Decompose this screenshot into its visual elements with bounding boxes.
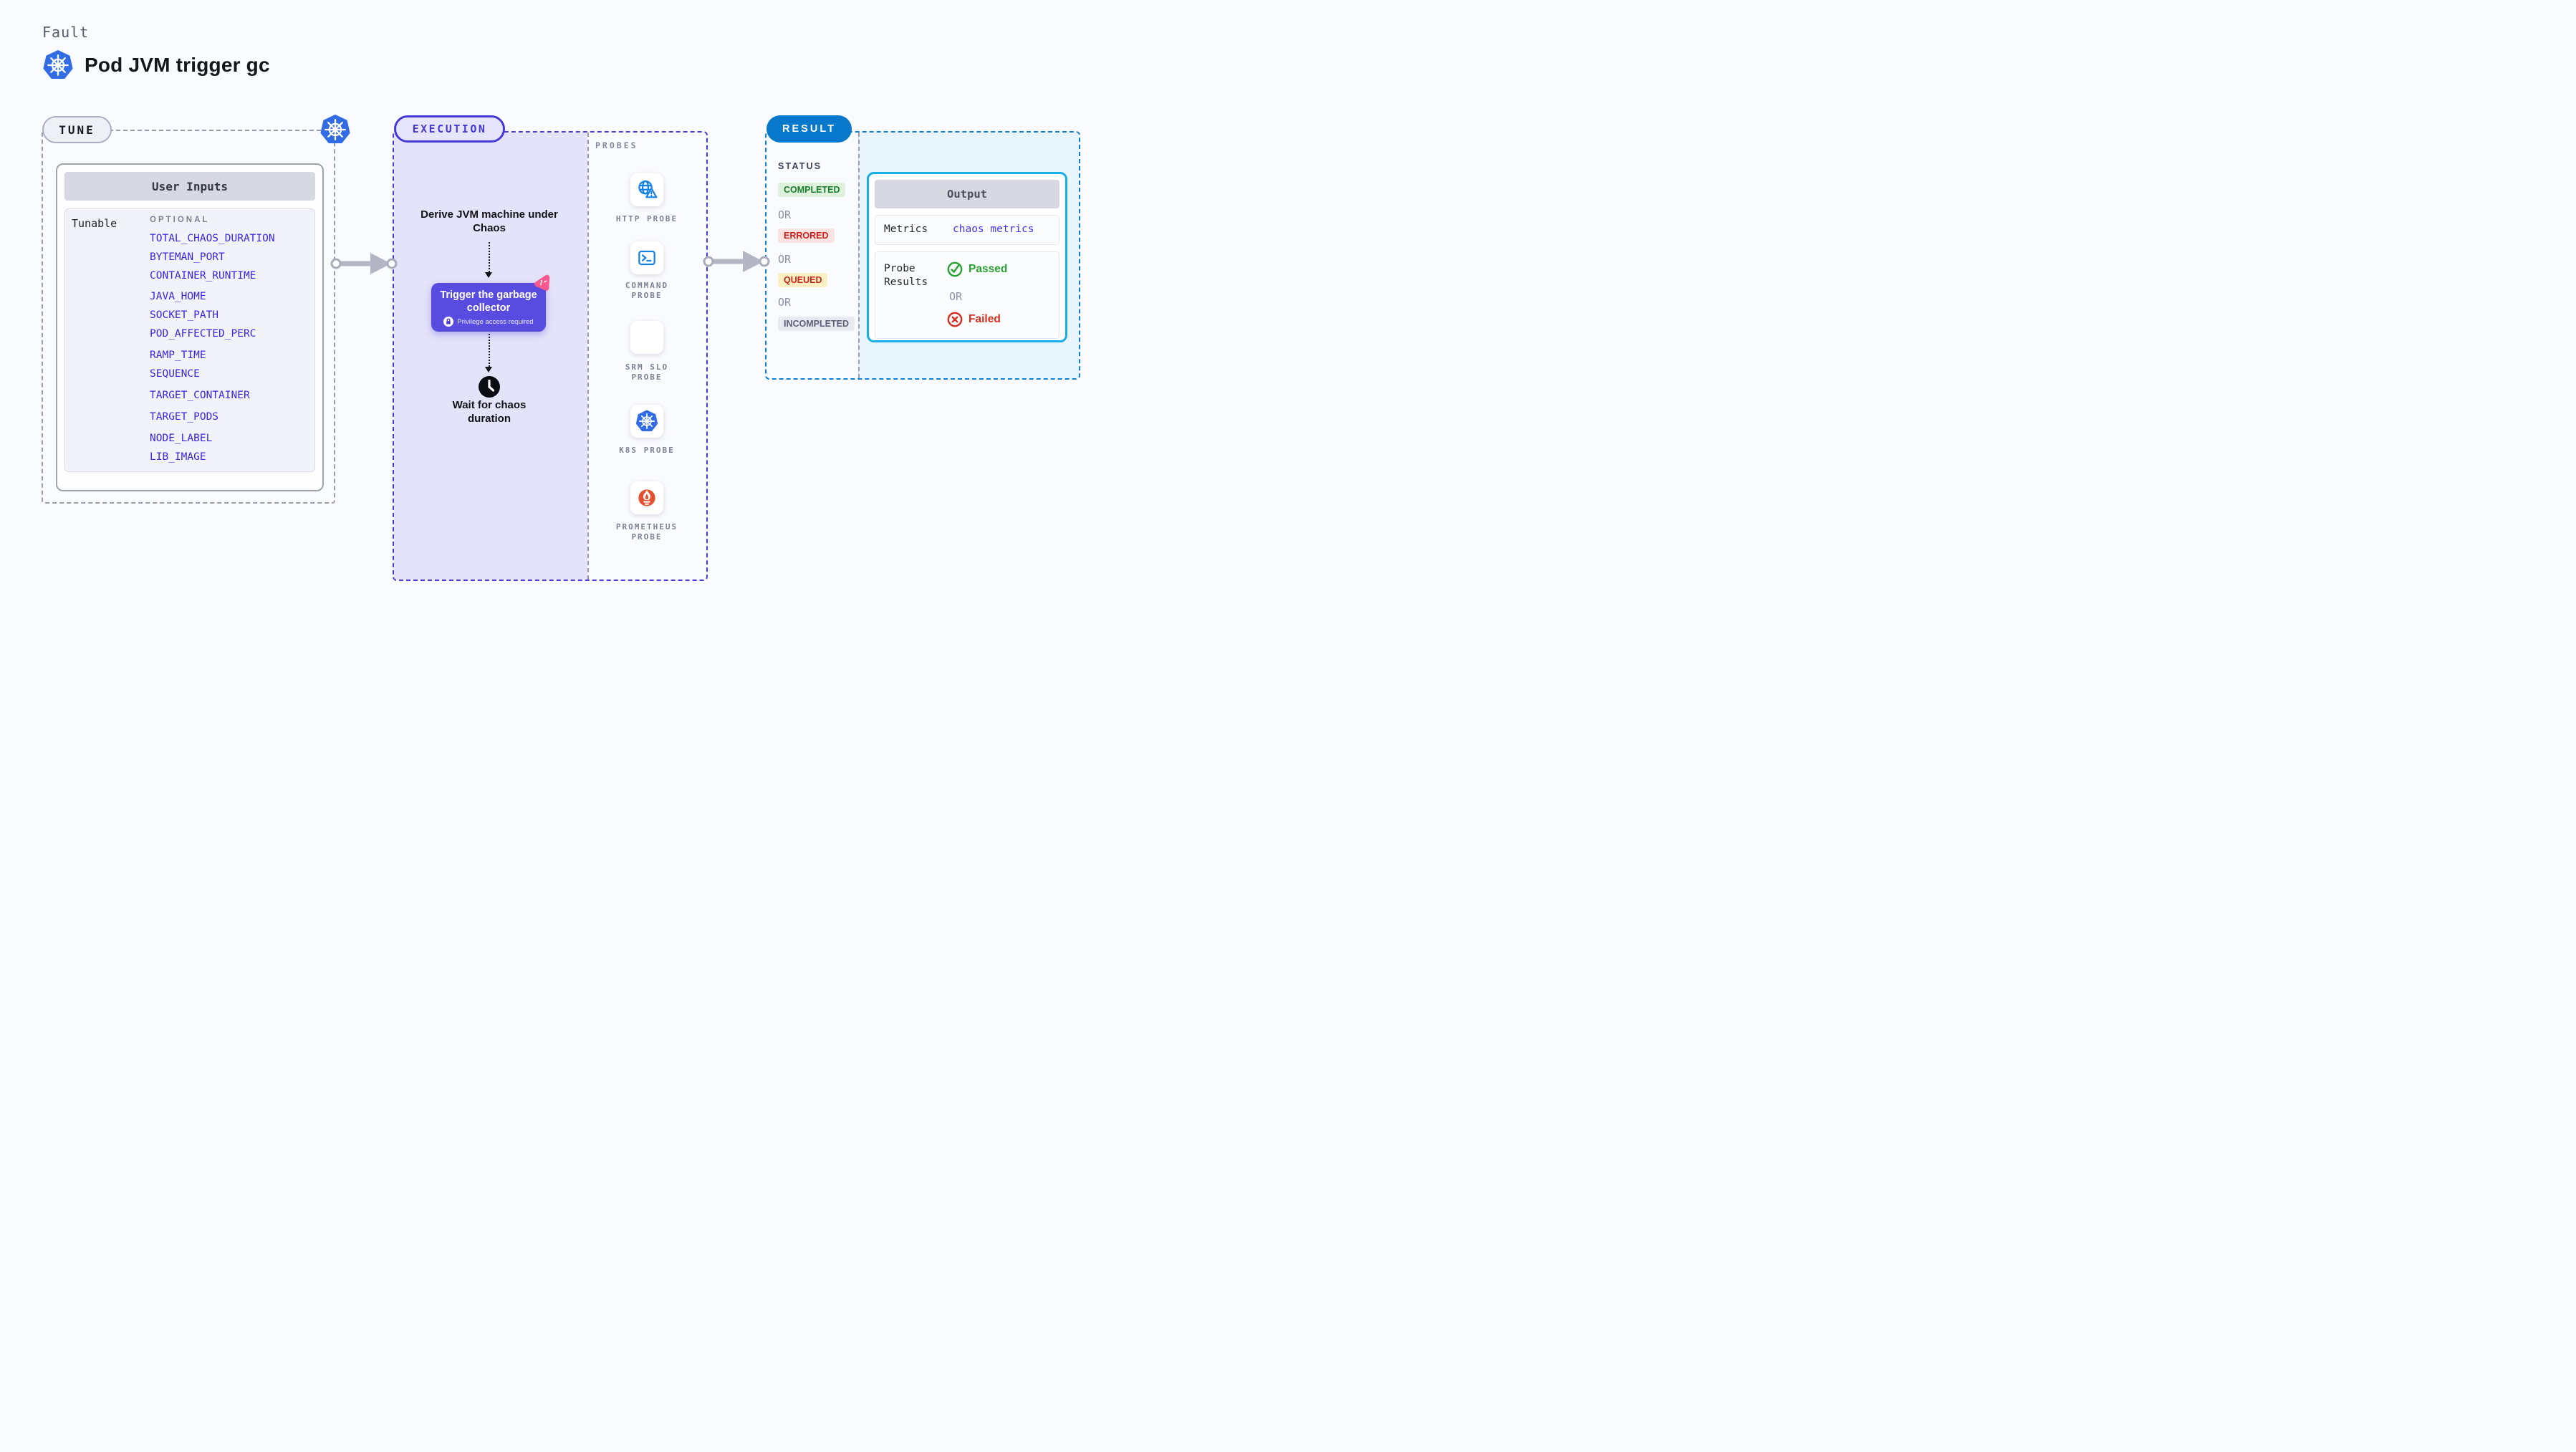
metrics-label: Metrics <box>884 223 928 235</box>
tunable-param: LIB_IMAGE <box>150 451 206 463</box>
metrics-value: chaos metrics <box>953 223 1034 235</box>
tunable-param-list: TOTAL_CHAOS_DURATION BYTEMAN_PORT CONTAINE… <box>150 229 275 466</box>
tune-section-badge[interactable]: TUNE <box>42 116 112 143</box>
or-label: OR <box>949 290 963 303</box>
tunable-param: SEQUENCE <box>150 368 200 380</box>
passed-label: Passed <box>969 263 1008 275</box>
tunable-param: CONTAINER_RUNTIME <box>150 270 256 282</box>
status-badge-completed: COMPLETED <box>778 183 846 197</box>
prometheus-probe-card[interactable] <box>630 481 663 514</box>
lock-icon <box>443 317 454 327</box>
k8s-probe-card[interactable] <box>630 405 663 438</box>
tunable-param: JAVA_HOME <box>150 291 206 302</box>
k8s-probe-label: K8S PROBE <box>619 446 675 455</box>
status-badge-errored: ERRORED <box>778 229 835 243</box>
failed-label: Failed <box>969 313 1001 325</box>
fault-diagram: Fault Pod JVM trigger gc TUNE User Input… <box>0 0 1123 633</box>
kubernetes-icon <box>42 49 75 82</box>
srm-slo-probe-card[interactable] <box>630 321 663 354</box>
or-label: OR <box>778 208 792 221</box>
tunable-param: BYTEMAN_PORT <box>150 251 225 263</box>
prometheus-probe-label: PROMETHEUS PROBE <box>615 522 678 542</box>
dotted-arrow <box>489 334 490 367</box>
tunable-param: NODE_LABEL <box>150 433 213 444</box>
probes-header: PROBES <box>595 140 638 150</box>
user-inputs-title: User Inputs <box>64 172 315 201</box>
chaos-badge-icon <box>534 274 550 291</box>
output-title: Output <box>875 180 1059 208</box>
flow-arrow-tune-to-execution <box>330 248 398 279</box>
probes-divider <box>587 133 589 580</box>
page-header: Pod JVM trigger gc <box>42 49 270 82</box>
tune-section-box <box>42 130 335 504</box>
dotted-arrow <box>489 242 490 272</box>
step-derive-jvm: Derive JVM machine under Chaos <box>420 208 558 234</box>
prometheus-flame-icon <box>638 489 655 506</box>
tunable-param: TOTAL_CHAOS_DURATION <box>150 233 275 244</box>
execution-section-box: PROBES <box>393 131 708 581</box>
or-label: OR <box>778 253 792 266</box>
status-badge-incompleted: INCOMPLETED <box>778 317 855 331</box>
user-inputs-card: User Inputs Tunable OPTIONAL TOTAL_CHAOS… <box>56 163 324 491</box>
command-probe-card[interactable] <box>630 241 663 274</box>
tunables-panel: Tunable OPTIONAL TOTAL_CHAOS_DURATION BYT… <box>64 208 315 472</box>
privilege-note: Privilege access required <box>457 317 534 326</box>
execution-flow-area <box>394 133 587 580</box>
status-header: STATUS <box>778 161 822 171</box>
arrowhead-down-icon <box>485 272 492 278</box>
trigger-gc-label: Trigger the garbage collector <box>440 289 537 314</box>
command-probe-label: COMMAND PROBE <box>625 281 669 300</box>
srm-slo-probe-label: SRM SLO PROBE <box>625 362 669 382</box>
flow-arrow-execution-to-result <box>702 246 771 277</box>
fault-kicker: Fault <box>42 24 90 41</box>
kubernetes-icon <box>319 113 352 146</box>
tunable-param: SOCKET_PATH <box>150 309 219 321</box>
check-circle-icon <box>947 261 963 277</box>
globe-alert-icon <box>638 180 658 198</box>
trigger-gc-node[interactable]: Trigger the garbage collector Privilege … <box>431 283 546 332</box>
probe-results-row: Probe Results Passed OR Failed <box>875 251 1059 339</box>
tunable-param: RAMP_TIME <box>150 350 206 361</box>
probe-results-label: Probe Results <box>884 263 928 288</box>
tunable-param: POD_AFFECTED_PERC <box>150 328 256 340</box>
tunable-param: TARGET_CONTAINER <box>150 390 250 401</box>
terminal-icon <box>638 250 655 266</box>
http-probe-card[interactable] <box>630 173 663 206</box>
result-section-badge[interactable]: RESULT <box>766 115 852 143</box>
slo-gauge-icon <box>638 327 655 346</box>
arrowhead-down-icon <box>485 367 492 372</box>
status-badge-queued: QUEUED <box>778 273 828 287</box>
tunable-row-label: Tunable <box>72 217 117 230</box>
page-title: Pod JVM trigger gc <box>85 54 270 76</box>
http-probe-label: HTTP PROBE <box>615 214 678 223</box>
execution-section-badge[interactable]: EXECUTION <box>394 115 505 143</box>
x-circle-icon <box>947 312 963 327</box>
or-label: OR <box>778 296 792 309</box>
optional-column-header: OPTIONAL <box>150 216 210 224</box>
tunable-param: TARGET_PODS <box>150 411 219 423</box>
clock-icon <box>479 376 500 398</box>
metrics-row: Metrics chaos metrics <box>875 215 1059 245</box>
kubernetes-icon <box>635 409 659 433</box>
output-card: Output Metrics chaos metrics Probe Resul… <box>867 172 1067 342</box>
step-wait-duration: Wait for chaos duration <box>452 399 527 425</box>
